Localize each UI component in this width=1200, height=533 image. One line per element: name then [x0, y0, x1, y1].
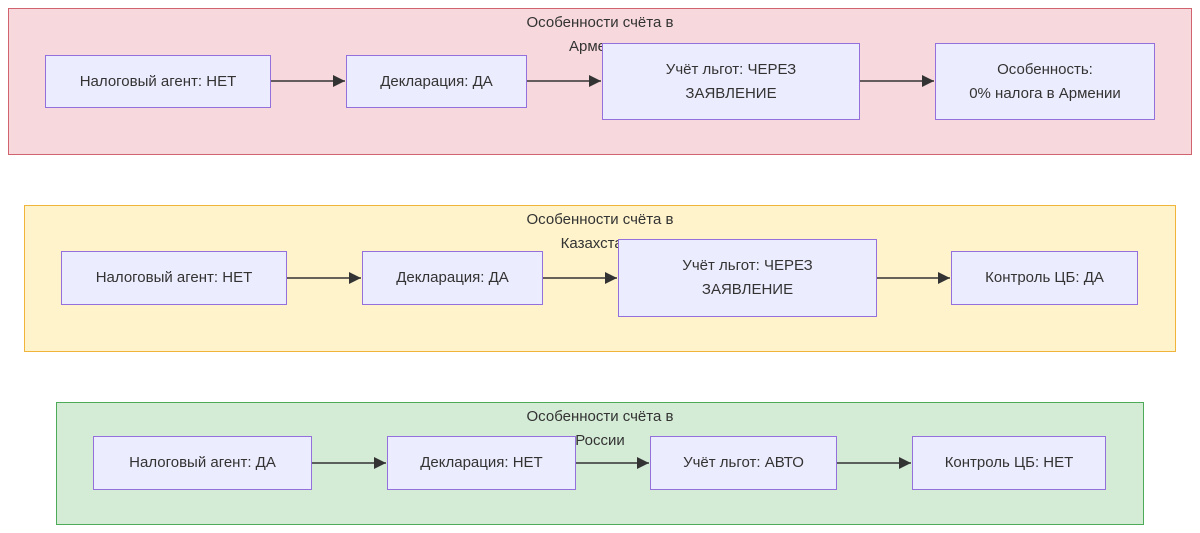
node-armenia-benefits[interactable]: Учёт льгот: ЧЕРЕЗ ЗАЯВЛЕНИЕ — [602, 43, 860, 120]
node-label-line-2: ЗАЯВЛЕНИЕ — [701, 281, 794, 298]
group-title-line-2: России — [575, 432, 625, 449]
node-label: Налоговый агент: НЕТ — [79, 72, 237, 90]
group-title: Особенности счёта в Армении — [9, 11, 1191, 59]
group-title-line-1: Особенности счёта в — [526, 408, 674, 425]
node-label-line-1: Особенность: — [997, 60, 1093, 78]
node-russia-tax-agent[interactable]: Налоговый агент: ДА — [93, 436, 312, 490]
node-label: Налоговый агент: НЕТ — [95, 269, 253, 286]
node-armenia-feature[interactable]: Особенность: 0% налога в Армении — [935, 43, 1155, 120]
node-label-line-2: 0% налога в Армении — [969, 84, 1121, 102]
node-armenia-declaration[interactable]: Декларация: ДА — [346, 55, 527, 108]
node-russia-declaration[interactable]: Декларация: НЕТ — [387, 436, 576, 490]
node-kazakhstan-cb-control[interactable]: Контроль ЦБ: ДА — [951, 251, 1138, 305]
group-title-line-1: Особенности счёта в — [526, 14, 674, 31]
group-title: Особенности счёта в России — [57, 405, 1143, 453]
node-label: Контроль ЦБ: ДА — [985, 269, 1104, 286]
node-label: Декларация: ДА — [380, 72, 493, 90]
group-title-line-1: Особенности счёта в — [526, 211, 674, 228]
node-russia-benefits[interactable]: Учёт льгот: АВТО — [650, 436, 837, 490]
node-label: Налоговый агент: ДА — [129, 454, 276, 471]
node-label-line-1: Учёт льгот: ЧЕРЕЗ — [665, 60, 797, 78]
node-label: Декларация: НЕТ — [420, 454, 543, 471]
node-kazakhstan-benefits[interactable]: Учёт льгот: ЧЕРЕЗ ЗАЯВЛЕНИЕ — [618, 239, 877, 317]
node-kazakhstan-declaration[interactable]: Декларация: ДА — [362, 251, 543, 305]
node-label: Декларация: ДА — [396, 269, 509, 286]
node-label-line-1: Учёт льгот: ЧЕРЕЗ — [682, 257, 813, 274]
node-russia-cb-control[interactable]: Контроль ЦБ: НЕТ — [912, 436, 1106, 490]
node-label-line-2: ЗАЯВЛЕНИЕ — [685, 84, 777, 102]
node-armenia-tax-agent[interactable]: Налоговый агент: НЕТ — [45, 55, 271, 108]
node-label: Учёт льгот: АВТО — [683, 454, 804, 471]
node-kazakhstan-tax-agent[interactable]: Налоговый агент: НЕТ — [61, 251, 287, 305]
node-label: Контроль ЦБ: НЕТ — [944, 454, 1074, 471]
